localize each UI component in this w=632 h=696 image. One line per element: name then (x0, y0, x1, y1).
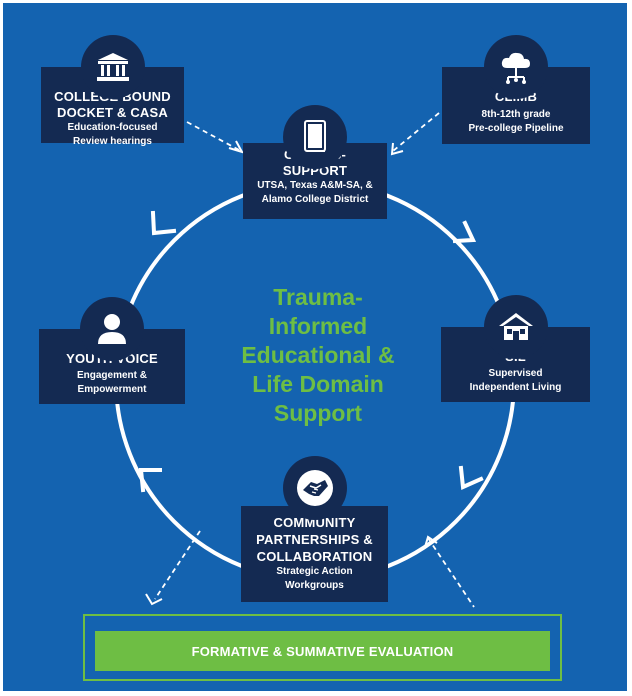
campus-subtitle: UTSA, Texas A&M-SA, & Alamo College Dist… (257, 180, 373, 205)
node-sil: SIL Supervised Independent Living (441, 295, 590, 402)
youth-badge (80, 297, 144, 361)
climb-badge (484, 35, 548, 99)
cycle-arrow-bottom-right (458, 465, 484, 490)
evaluation-frame: FORMATIVE & SUMMATIVE EVALUATION (83, 614, 562, 681)
dashed-arrowhead-college (228, 140, 245, 154)
node-community: COMMUNITY PARTNERSHIPS & COLLABORATION S… (241, 456, 388, 602)
node-climb: CLIMB 8th-12th grade Pre-college Pipelin… (442, 35, 590, 144)
climb-subtitle: 8th-12th grade Pre-college Pipeline (468, 109, 564, 134)
dashed-arrowhead-right-eval (424, 535, 438, 548)
sil-subtitle: Supervised Independent Living (469, 368, 562, 393)
cycle-arrow-top-right (452, 220, 477, 244)
cloud-network-icon (501, 52, 530, 84)
node-college-bound: COLLEGE BOUND DOCKET & CASA Education-fo… (41, 35, 184, 147)
dashed-arrowhead-left-eval (145, 593, 163, 606)
college-badge (80, 35, 145, 99)
dashed-link-left-eval (154, 530, 201, 600)
sil-badge (483, 295, 548, 359)
community-title: COMMUNITY PARTNERSHIPS & COLLABORATION (256, 515, 373, 564)
person-icon (98, 314, 126, 344)
campus-badge (283, 105, 347, 169)
dashed-arrowhead-climb (390, 142, 404, 156)
dashed-link-college (186, 121, 242, 152)
node-campus-support: CAMPUS- SUPPORT UTSA, Texas A&M-SA, & Al… (243, 105, 387, 219)
handshake-icon (296, 470, 333, 506)
book-icon (304, 120, 326, 152)
node-youth-voice: YOUTH VOICE Engagement & Empowerment (39, 297, 185, 404)
community-badge (282, 456, 347, 520)
house-icon (498, 313, 533, 340)
cycle-arrow-bottom-left (138, 468, 162, 493)
center-theme-text: Trauma- Informed Educational & Life Doma… (241, 284, 395, 426)
college-subtitle: Education-focused Review hearings (67, 122, 158, 147)
courthouse-icon (96, 53, 129, 81)
dashed-link-climb (392, 112, 440, 152)
diagram-canvas: Trauma- Informed Educational & Life Doma… (3, 3, 627, 691)
dashed-link-right-eval (427, 537, 475, 608)
cycle-arrow-top-left (150, 210, 177, 236)
youth-subtitle: Engagement & Empowerment (76, 370, 147, 395)
evaluation-bar: FORMATIVE & SUMMATIVE EVALUATION (95, 631, 550, 671)
community-subtitle: Strategic Action Workgroups (276, 566, 353, 591)
